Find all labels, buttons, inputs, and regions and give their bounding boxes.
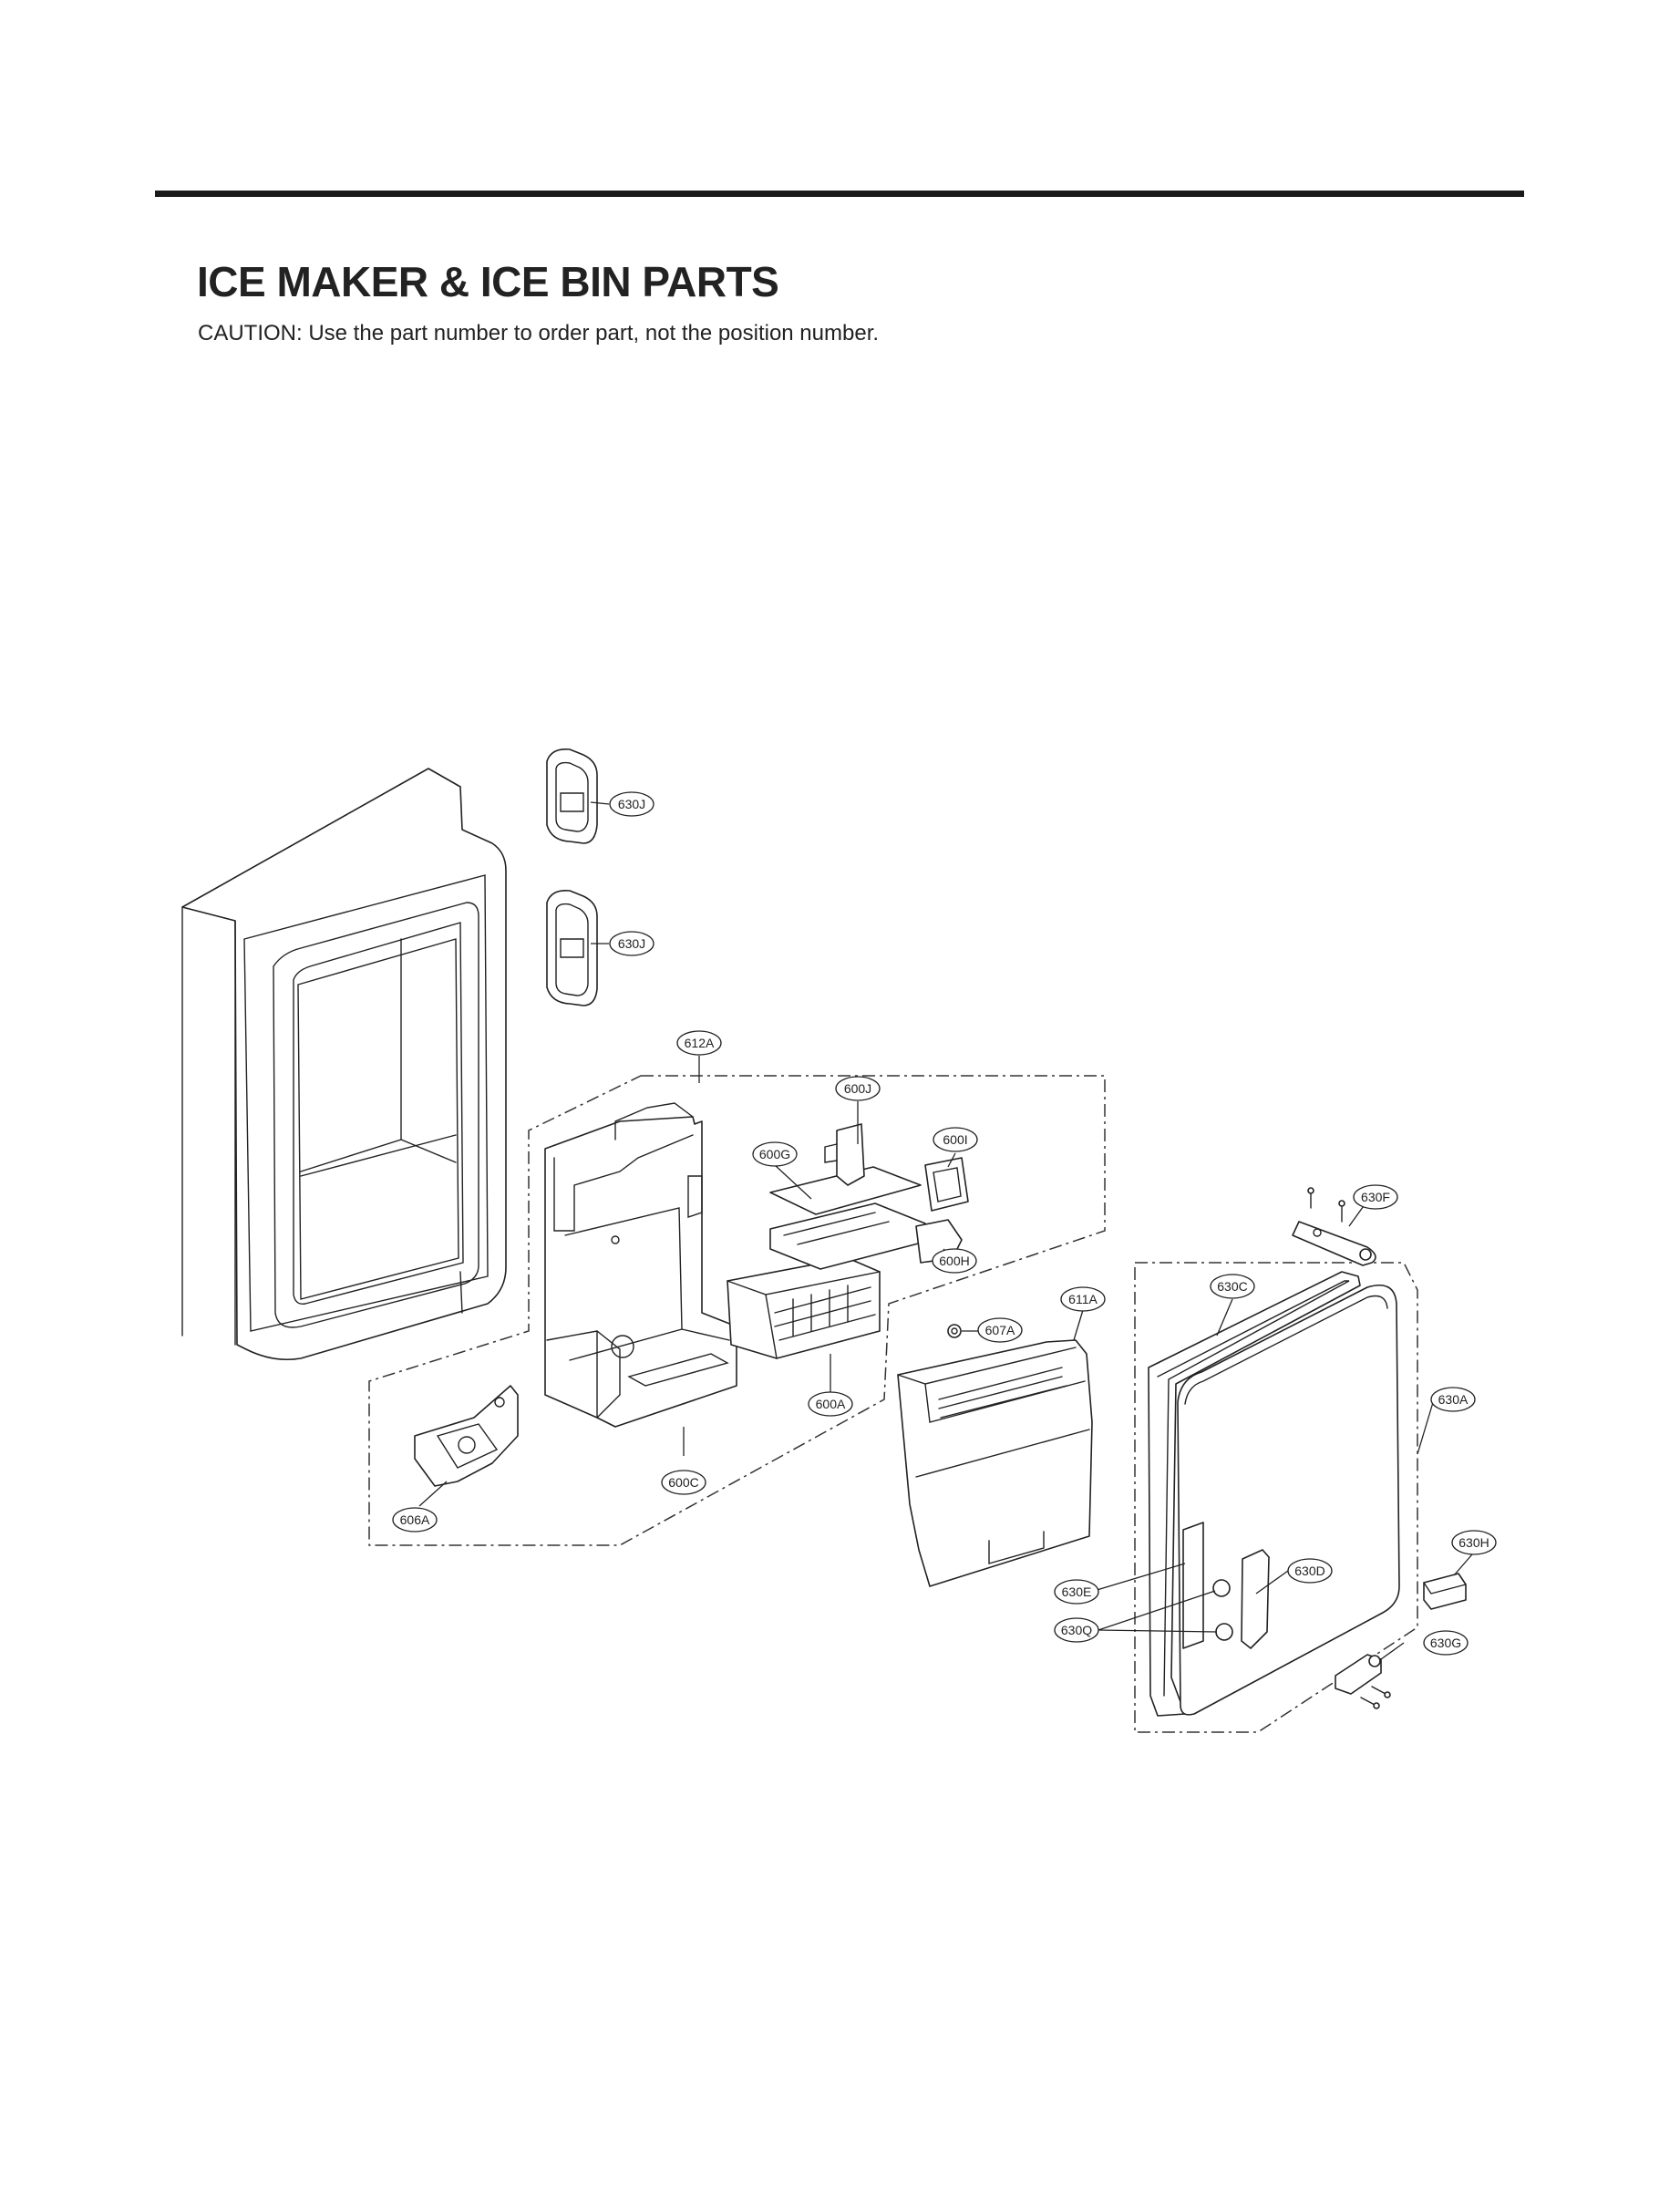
header-rule — [155, 191, 1524, 197]
svg-text:630H: 630H — [1458, 1535, 1489, 1550]
hinge-cover-630j-bottom — [546, 889, 598, 1006]
callout-600g: 600G — [752, 1141, 798, 1167]
bracket-630h — [1423, 1573, 1467, 1610]
callout-630c: 630C — [1210, 1274, 1255, 1299]
assembly-boundary-612a — [368, 1075, 1106, 1546]
callout-600c: 600C — [661, 1470, 706, 1495]
svg-text:606A: 606A — [400, 1512, 430, 1527]
callout-612a: 612A — [676, 1030, 722, 1056]
page-title: ICE MAKER & ICE BIN PARTS — [197, 258, 779, 305]
filter-600i — [924, 1157, 969, 1212]
callout-630q: 630Q — [1054, 1617, 1099, 1643]
hinge-cover-630j-top — [546, 748, 598, 844]
ice-maker-housing-600c — [544, 1102, 737, 1428]
svg-text:607A: 607A — [985, 1323, 1015, 1337]
ice-maker-600a — [727, 1257, 881, 1359]
callout-630a: 630A — [1430, 1387, 1476, 1412]
svg-text:630F: 630F — [1361, 1190, 1390, 1204]
svg-text:630E: 630E — [1062, 1584, 1092, 1599]
door-gasket-630c — [1148, 1271, 1361, 1717]
svg-text:600I: 600I — [943, 1132, 967, 1147]
svg-text:630Q: 630Q — [1061, 1623, 1092, 1637]
svg-text:600J: 600J — [844, 1081, 871, 1096]
hinge-630f — [1292, 1187, 1376, 1266]
svg-text:630J: 630J — [618, 936, 645, 951]
callout-630e: 630E — [1054, 1579, 1099, 1605]
screw-607a — [947, 1324, 962, 1338]
motor-606a — [414, 1385, 519, 1487]
callout-600i: 600I — [933, 1127, 978, 1152]
svg-text:600G: 600G — [759, 1147, 790, 1161]
hinge-630d — [1182, 1522, 1270, 1649]
callout-630f: 630F — [1353, 1184, 1398, 1210]
svg-text:630D: 630D — [1294, 1564, 1324, 1578]
callout-607a: 607A — [977, 1317, 1023, 1343]
svg-text:600A: 600A — [816, 1397, 846, 1411]
callout-600h: 600H — [932, 1248, 977, 1274]
callout-630h: 630H — [1451, 1530, 1497, 1555]
caution-note: CAUTION: Use the part number to order pa… — [198, 321, 880, 346]
callout-630g: 630G — [1423, 1630, 1469, 1656]
callout-611a: 611A — [1060, 1286, 1106, 1312]
svg-text:630A: 630A — [1438, 1392, 1469, 1407]
ice-bin-611a — [897, 1339, 1093, 1587]
bracket-630g — [1335, 1654, 1391, 1709]
svg-text:630J: 630J — [618, 797, 645, 811]
callout-630j-top: 630J — [609, 791, 654, 817]
callout-606a: 606A — [392, 1507, 438, 1533]
svg-text:600C: 600C — [668, 1475, 698, 1490]
svg-text:600H: 600H — [939, 1254, 969, 1268]
cover-600g — [769, 1166, 926, 1270]
svg-text:630C: 630C — [1217, 1279, 1247, 1294]
callout-600a: 600A — [808, 1391, 853, 1417]
door-frame — [181, 768, 507, 1361]
callout-630d: 630D — [1287, 1558, 1333, 1584]
ice-bin-door-630a — [1177, 1284, 1400, 1716]
callout-630j-bottom: 630J — [609, 931, 654, 956]
svg-text:611A: 611A — [1068, 1292, 1098, 1306]
callout-600j: 600J — [835, 1076, 881, 1101]
svg-text:630G: 630G — [1430, 1636, 1461, 1650]
svg-text:612A: 612A — [685, 1036, 715, 1050]
